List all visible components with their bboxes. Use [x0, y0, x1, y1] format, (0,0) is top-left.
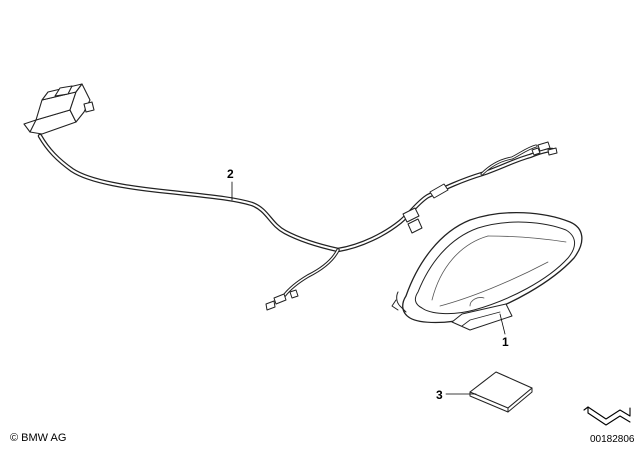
harness-terminal [531, 141, 558, 156]
callout-label-3: 3 [436, 388, 443, 402]
light-housing [391, 211, 583, 331]
document-number: 00182806 [590, 434, 635, 445]
copyright-notice: © BMW AG [10, 432, 67, 444]
harness-clip [402, 183, 449, 234]
connector-housing [23, 83, 95, 135]
harness-terminal [265, 289, 299, 311]
wiring-harness [37, 133, 558, 311]
folded-arrow-icon [583, 406, 631, 426]
callout-leader [231, 181, 506, 395]
adhesive-pad [469, 371, 533, 413]
callout-label-1: 1 [502, 335, 509, 349]
callout-label-2: 2 [227, 167, 234, 181]
